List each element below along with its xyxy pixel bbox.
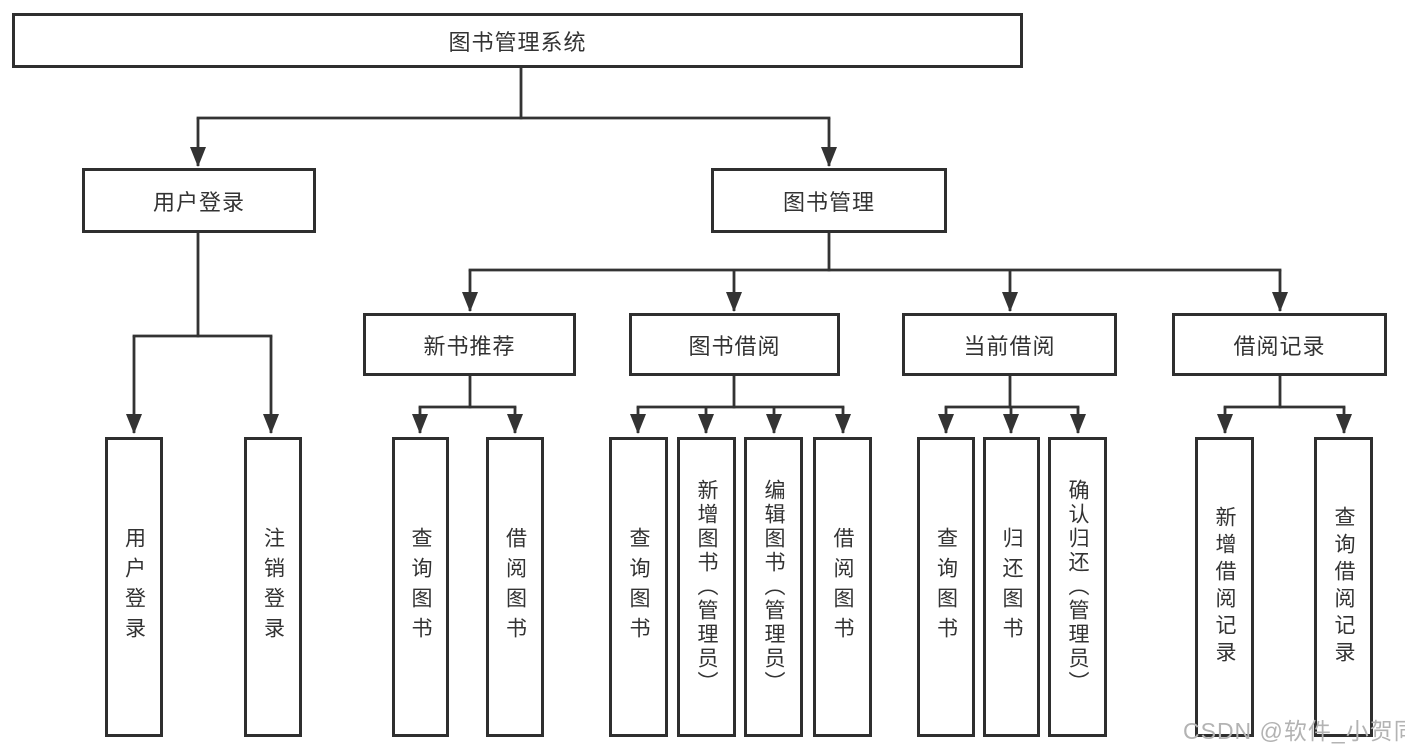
leaf-bb-borrow-books: 借阅图书 xyxy=(813,437,872,737)
leaf-cb-query-books: 查询图书 xyxy=(917,437,975,737)
leaf-nb-query-books: 查询图书 xyxy=(392,437,449,737)
node-borrow-records: 借阅记录 xyxy=(1172,313,1387,376)
node-book-management: 图书管理 xyxy=(711,168,947,233)
csdn-watermark: CSDN @软件_小贺同学 xyxy=(1183,718,1405,744)
leaf-cb-return-book: 归还图书 xyxy=(983,437,1040,737)
leaf-bb-query-books: 查询图书 xyxy=(609,437,668,737)
node-library-system: 图书管理系统 xyxy=(12,13,1023,68)
leaf-br-query-borrow-record: 查询借阅记录 xyxy=(1314,437,1373,737)
leaf-bb-edit-book-admin: 编辑图书（管理员） xyxy=(744,437,803,737)
node-book-borrow: 图书借阅 xyxy=(629,313,840,376)
leaf-user-login: 用户登录 xyxy=(105,437,163,737)
leaf-bb-add-book-admin: 新增图书（管理员） xyxy=(677,437,736,737)
leaf-nb-borrow-books: 借阅图书 xyxy=(486,437,544,737)
leaf-br-add-borrow-record: 新增借阅记录 xyxy=(1195,437,1254,737)
leaf-logout: 注销登录 xyxy=(244,437,302,737)
leaf-cb-confirm-return-admin: 确认归还（管理员） xyxy=(1048,437,1107,737)
node-new-book-recommend: 新书推荐 xyxy=(363,313,576,376)
node-current-borrow: 当前借阅 xyxy=(902,313,1117,376)
node-user-login: 用户登录 xyxy=(82,168,316,233)
